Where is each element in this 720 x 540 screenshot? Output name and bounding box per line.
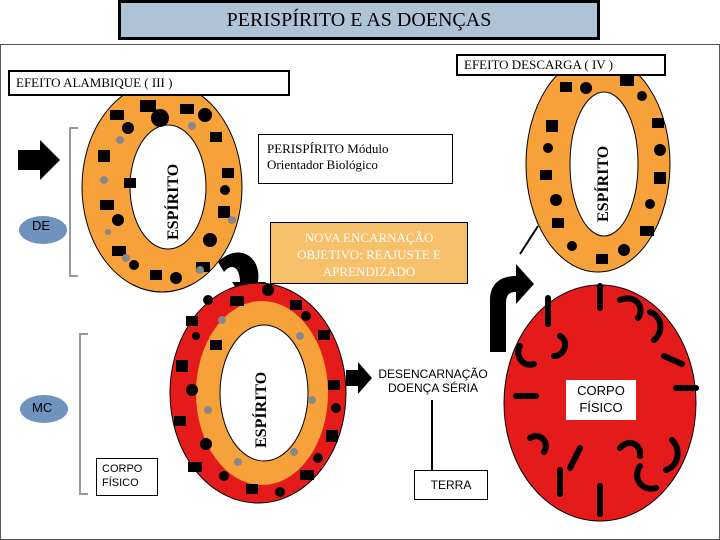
bracket-top — [69, 127, 78, 277]
de-circle — [19, 216, 67, 244]
corpo-fisico-right: CORPO FÍSICO — [566, 380, 636, 420]
bracket-bottom — [79, 333, 88, 495]
efeito-alambique-label: EFEITO ALAMBIQUE ( III ) — [8, 70, 290, 96]
desencarnacao-box: DESENCARNAÇÃO DOENÇA SÉRIA — [372, 360, 494, 400]
arrow-up-right — [490, 264, 534, 352]
page-title: PERISPÍRITO E AS DOENÇAS — [118, 0, 600, 40]
terra-box: TERRA — [414, 470, 488, 500]
top-right-spirit — [525, 55, 671, 273]
corpo-fisico-left: CORPO FÍSICO — [96, 458, 158, 496]
mc-label: MC — [32, 400, 53, 415]
entry-arrow — [18, 140, 60, 180]
arrow-to-desencarnacao — [346, 362, 372, 394]
top-left-spirit — [81, 81, 243, 293]
espirito-label-right: ESPÍRITO — [593, 146, 612, 222]
de-label: DE — [32, 218, 51, 233]
nova-encarnacao-box: NOVA ENCARNAÇÃO OBJETIVO: REAJUSTE E APR… — [270, 222, 468, 284]
mc-circle — [20, 395, 68, 423]
espirito-label-top-left: ESPÍRITO — [163, 164, 182, 240]
thin-arrow — [519, 225, 539, 255]
espirito-label-lower-left: ESPÍRITO — [251, 372, 270, 448]
perispirito-modulo-box: PERISPÍRITO Módulo Orientador Biológico — [258, 134, 453, 184]
lower-left-spirit — [169, 282, 347, 504]
efeito-descarga-label: EFEITO DESCARGA ( IV ) — [456, 54, 666, 76]
